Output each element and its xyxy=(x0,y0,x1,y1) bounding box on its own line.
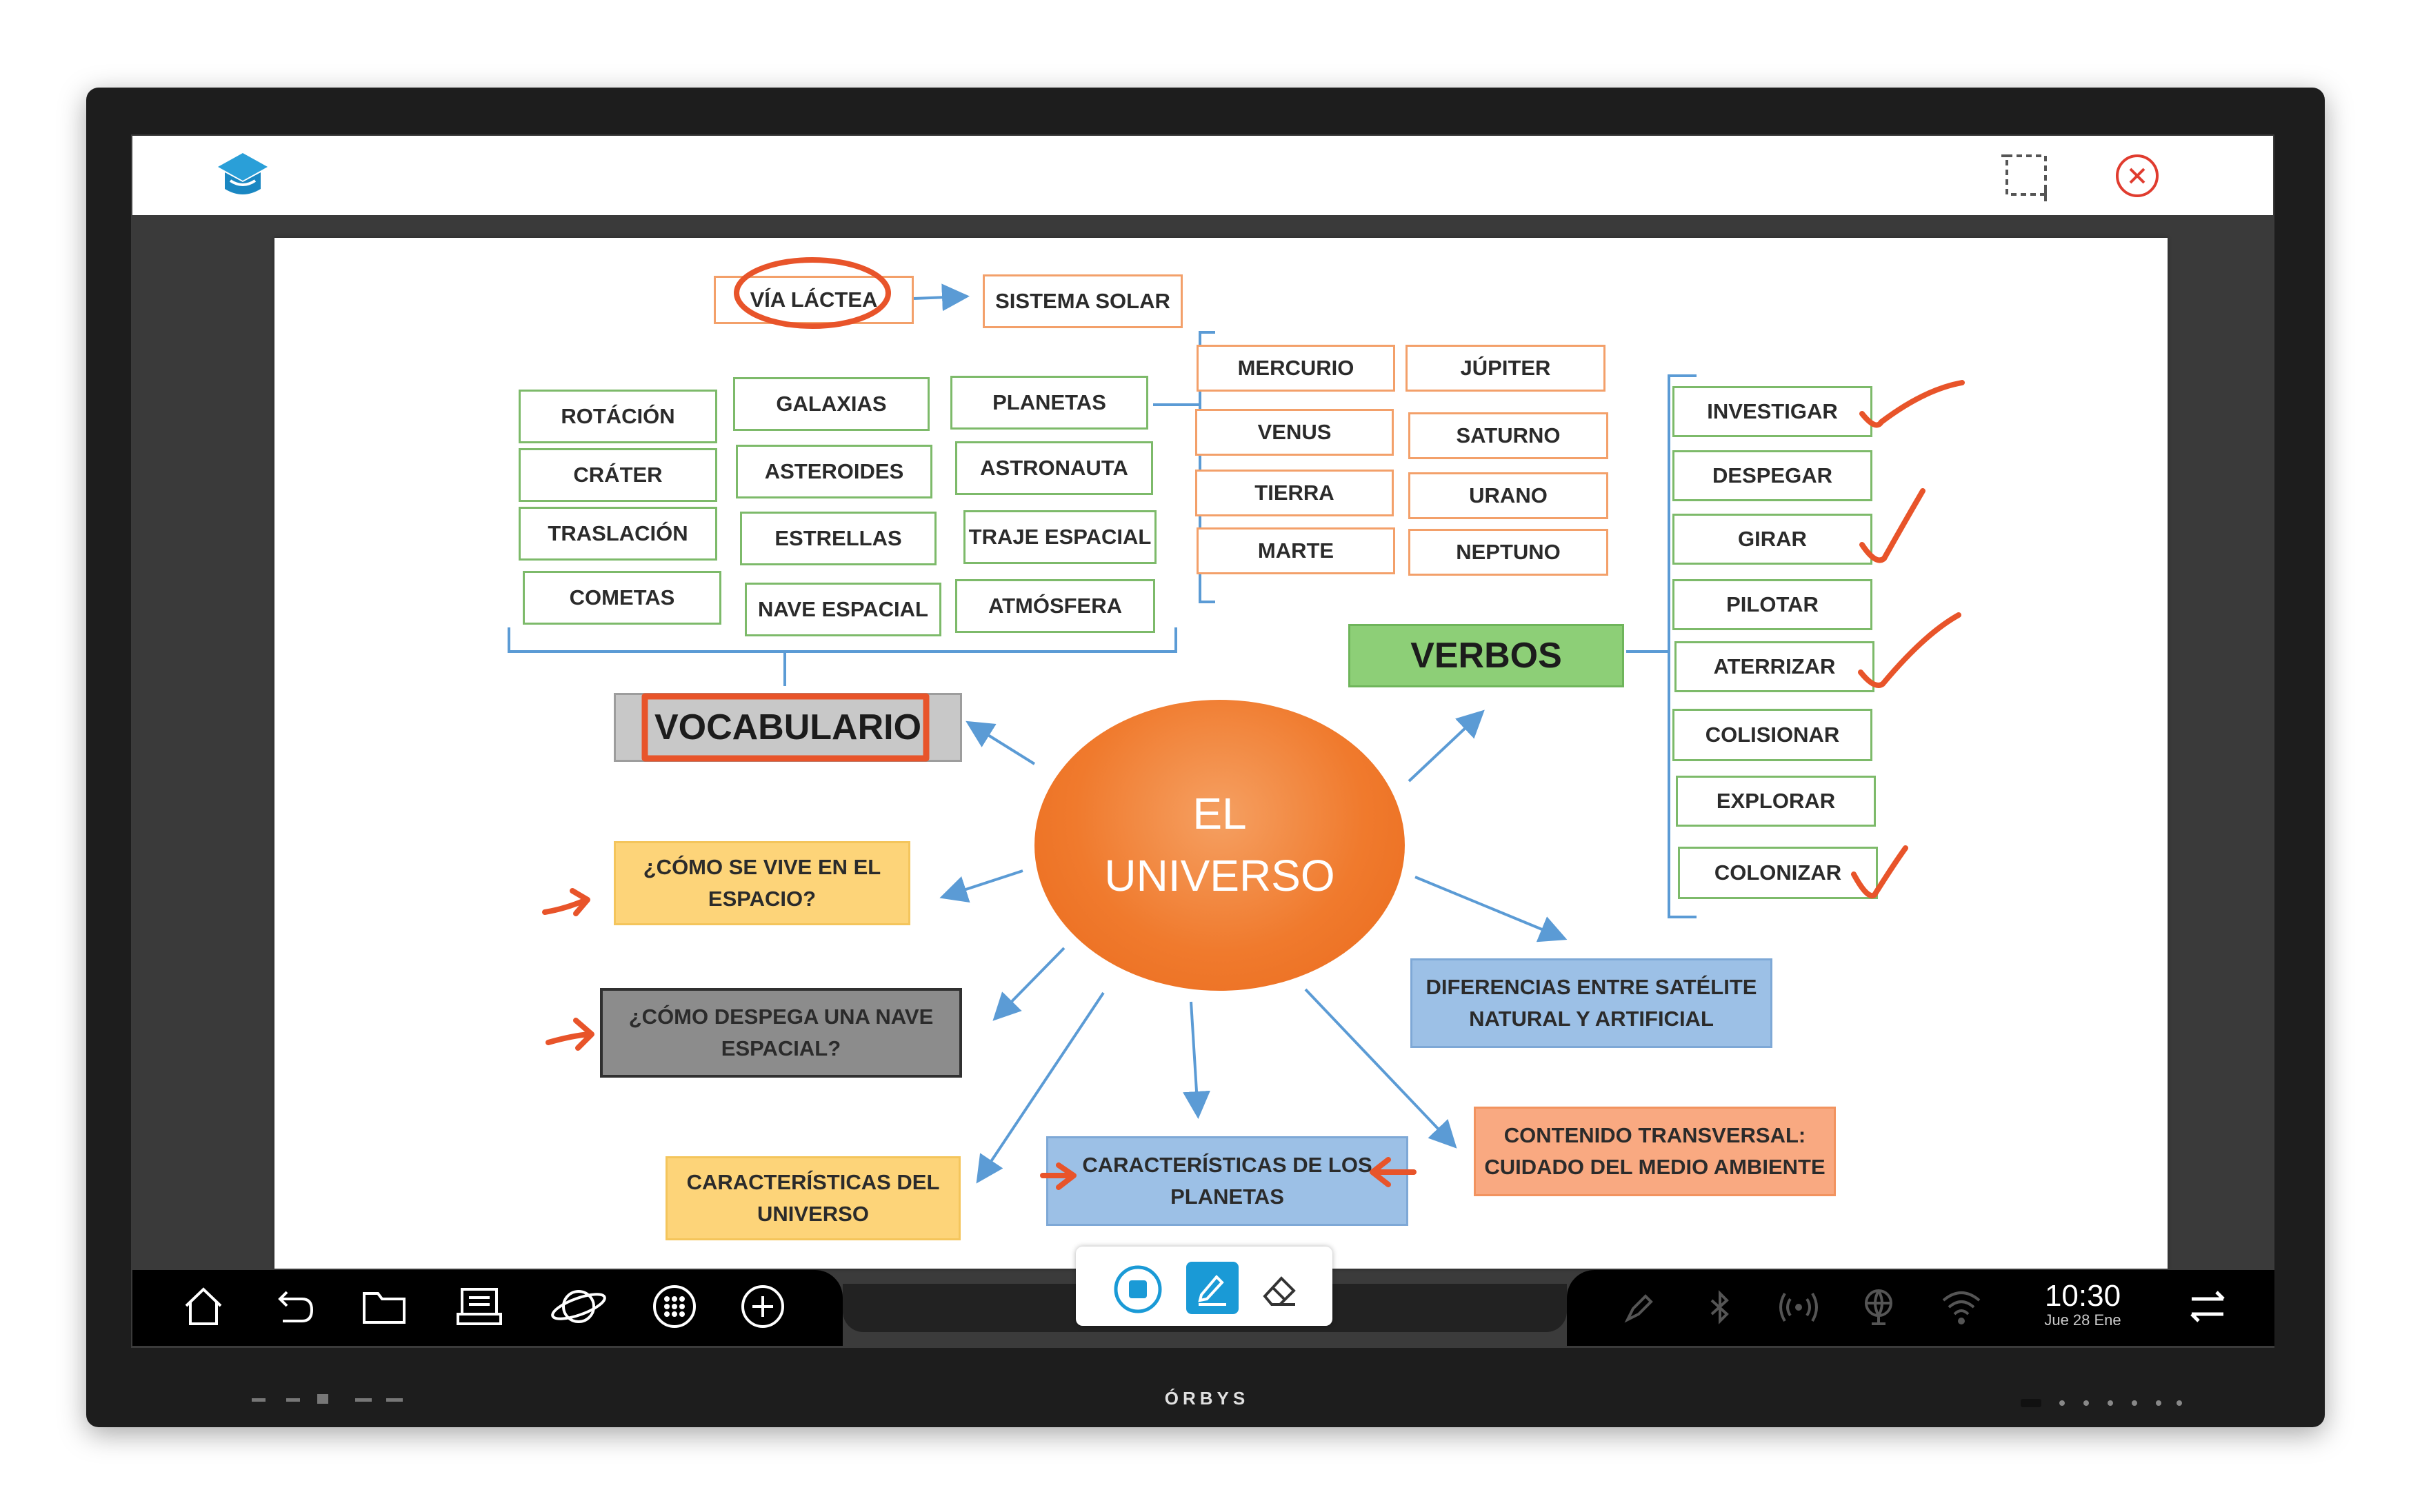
crop-select-icon[interactable] xyxy=(2000,149,2054,203)
topic-caract-planetas: CARACTERÍSTICAS DE LOS PLANETAS xyxy=(1046,1136,1408,1226)
globe-icon[interactable] xyxy=(1859,1287,1898,1328)
vocab-item: NAVE ESPACIAL xyxy=(745,583,941,636)
planet-item: TIERRA xyxy=(1195,470,1394,516)
top-bar xyxy=(132,136,2273,215)
verb-item: INVESTIGAR xyxy=(1672,386,1872,437)
verb-item: ATERRIZAR xyxy=(1674,641,1874,692)
verbos-title-box: VERBOS xyxy=(1348,624,1624,687)
planet-item: VENUS xyxy=(1195,409,1394,456)
verbos-title: VERBOS xyxy=(1410,636,1562,676)
taskbar-right xyxy=(1567,1270,2274,1346)
planet-item: SATURNO xyxy=(1408,412,1608,459)
planet-item: JÚPITER xyxy=(1405,345,1605,392)
vocab-item: ASTEROIDES xyxy=(736,445,932,498)
topic-despega-nave: ¿CÓMO DESPEGA UNA NAVE ESPACIAL? xyxy=(600,988,962,1078)
vocab-item: ASTRONAUTA xyxy=(955,441,1153,495)
wifi-icon[interactable] xyxy=(1939,1287,1983,1328)
verb-item: COLONIZAR xyxy=(1678,847,1878,899)
front-panel-ports xyxy=(248,1391,407,1411)
home-icon[interactable] xyxy=(181,1284,226,1329)
verb-item: PILOTAR xyxy=(1672,579,1872,630)
vocab-item: ROTÁCIÓN xyxy=(519,390,717,443)
planet-item: URANO xyxy=(1408,472,1608,519)
topic-diferencias: DIFERENCIAS ENTRE SATÉLITE NATURAL Y ART… xyxy=(1410,958,1772,1048)
clock-date: Jue 28 Ene xyxy=(2044,1311,2121,1329)
add-icon[interactable] xyxy=(740,1284,786,1329)
verb-item: DESPEGAR xyxy=(1672,450,1872,501)
verb-item: COLISIONAR xyxy=(1672,709,1872,761)
eraser-icon[interactable] xyxy=(1254,1263,1306,1316)
via-lactea-box: VÍA LÁCTEA xyxy=(714,276,914,324)
undo-icon[interactable] xyxy=(272,1284,317,1329)
planet-item: MARTE xyxy=(1197,527,1395,574)
planet-item: NEPTUNO xyxy=(1408,529,1608,576)
verb-item: GIRAR xyxy=(1672,514,1872,565)
vocab-item: GALAXIAS xyxy=(733,377,930,431)
pen-icon[interactable] xyxy=(1186,1262,1239,1314)
topic-caract-universo: CARACTERÍSTICAS DEL UNIVERSO xyxy=(666,1156,961,1240)
tray-icon[interactable] xyxy=(455,1284,503,1329)
vocab-item: PLANETAS xyxy=(950,376,1148,430)
topic-transversal: CONTENIDO TRANSVERSAL: CUIDADO DEL MEDIO… xyxy=(1474,1107,1836,1196)
clock-time: 10:30 xyxy=(2044,1279,2121,1313)
vocab-item: ESTRELLAS xyxy=(740,512,937,565)
center-node-el-universo: EL UNIVERSO xyxy=(1034,700,1405,991)
front-panel-buttons xyxy=(2021,1396,2186,1410)
center-line-2: UNIVERSO xyxy=(1104,851,1335,900)
apps-grid-icon[interactable] xyxy=(652,1284,697,1329)
stylus-icon[interactable] xyxy=(1621,1288,1659,1327)
bluetooth-icon[interactable] xyxy=(1701,1288,1739,1327)
vocab-item: COMETAS xyxy=(523,571,721,625)
sistema-solar-label: SISTEMA SOLAR xyxy=(995,288,1170,313)
sistema-solar-box: SISTEMA SOLAR xyxy=(983,274,1183,328)
planet-item: MERCURIO xyxy=(1197,345,1395,392)
stop-icon[interactable] xyxy=(1112,1263,1164,1316)
planet-icon[interactable] xyxy=(549,1281,608,1332)
center-line-1: EL xyxy=(1192,789,1247,839)
vocab-item: TRASLACIÓN xyxy=(519,507,717,561)
verb-item: EXPLORAR xyxy=(1676,776,1876,827)
vocabulario-title: VOCABULARIO xyxy=(654,707,922,747)
folder-icon[interactable] xyxy=(360,1284,408,1329)
broadcast-icon[interactable] xyxy=(1778,1288,1819,1327)
taskbar-left xyxy=(132,1270,843,1346)
vocab-item: ATMÓSFERA xyxy=(955,579,1155,633)
vocab-item: TRAJE ESPACIAL xyxy=(963,510,1157,564)
topic-vivir-espacio: ¿CÓMO SE VIVE EN EL ESPACIO? xyxy=(614,841,910,925)
brand-logo: ÓRBYS xyxy=(1164,1388,1250,1409)
vocab-item: CRÁTER xyxy=(519,448,717,502)
switch-icon[interactable] xyxy=(2183,1284,2232,1329)
graduation-cap-icon[interactable] xyxy=(215,150,270,200)
close-icon[interactable] xyxy=(2114,153,2160,199)
via-lactea-label: VÍA LÁCTEA xyxy=(750,287,878,312)
